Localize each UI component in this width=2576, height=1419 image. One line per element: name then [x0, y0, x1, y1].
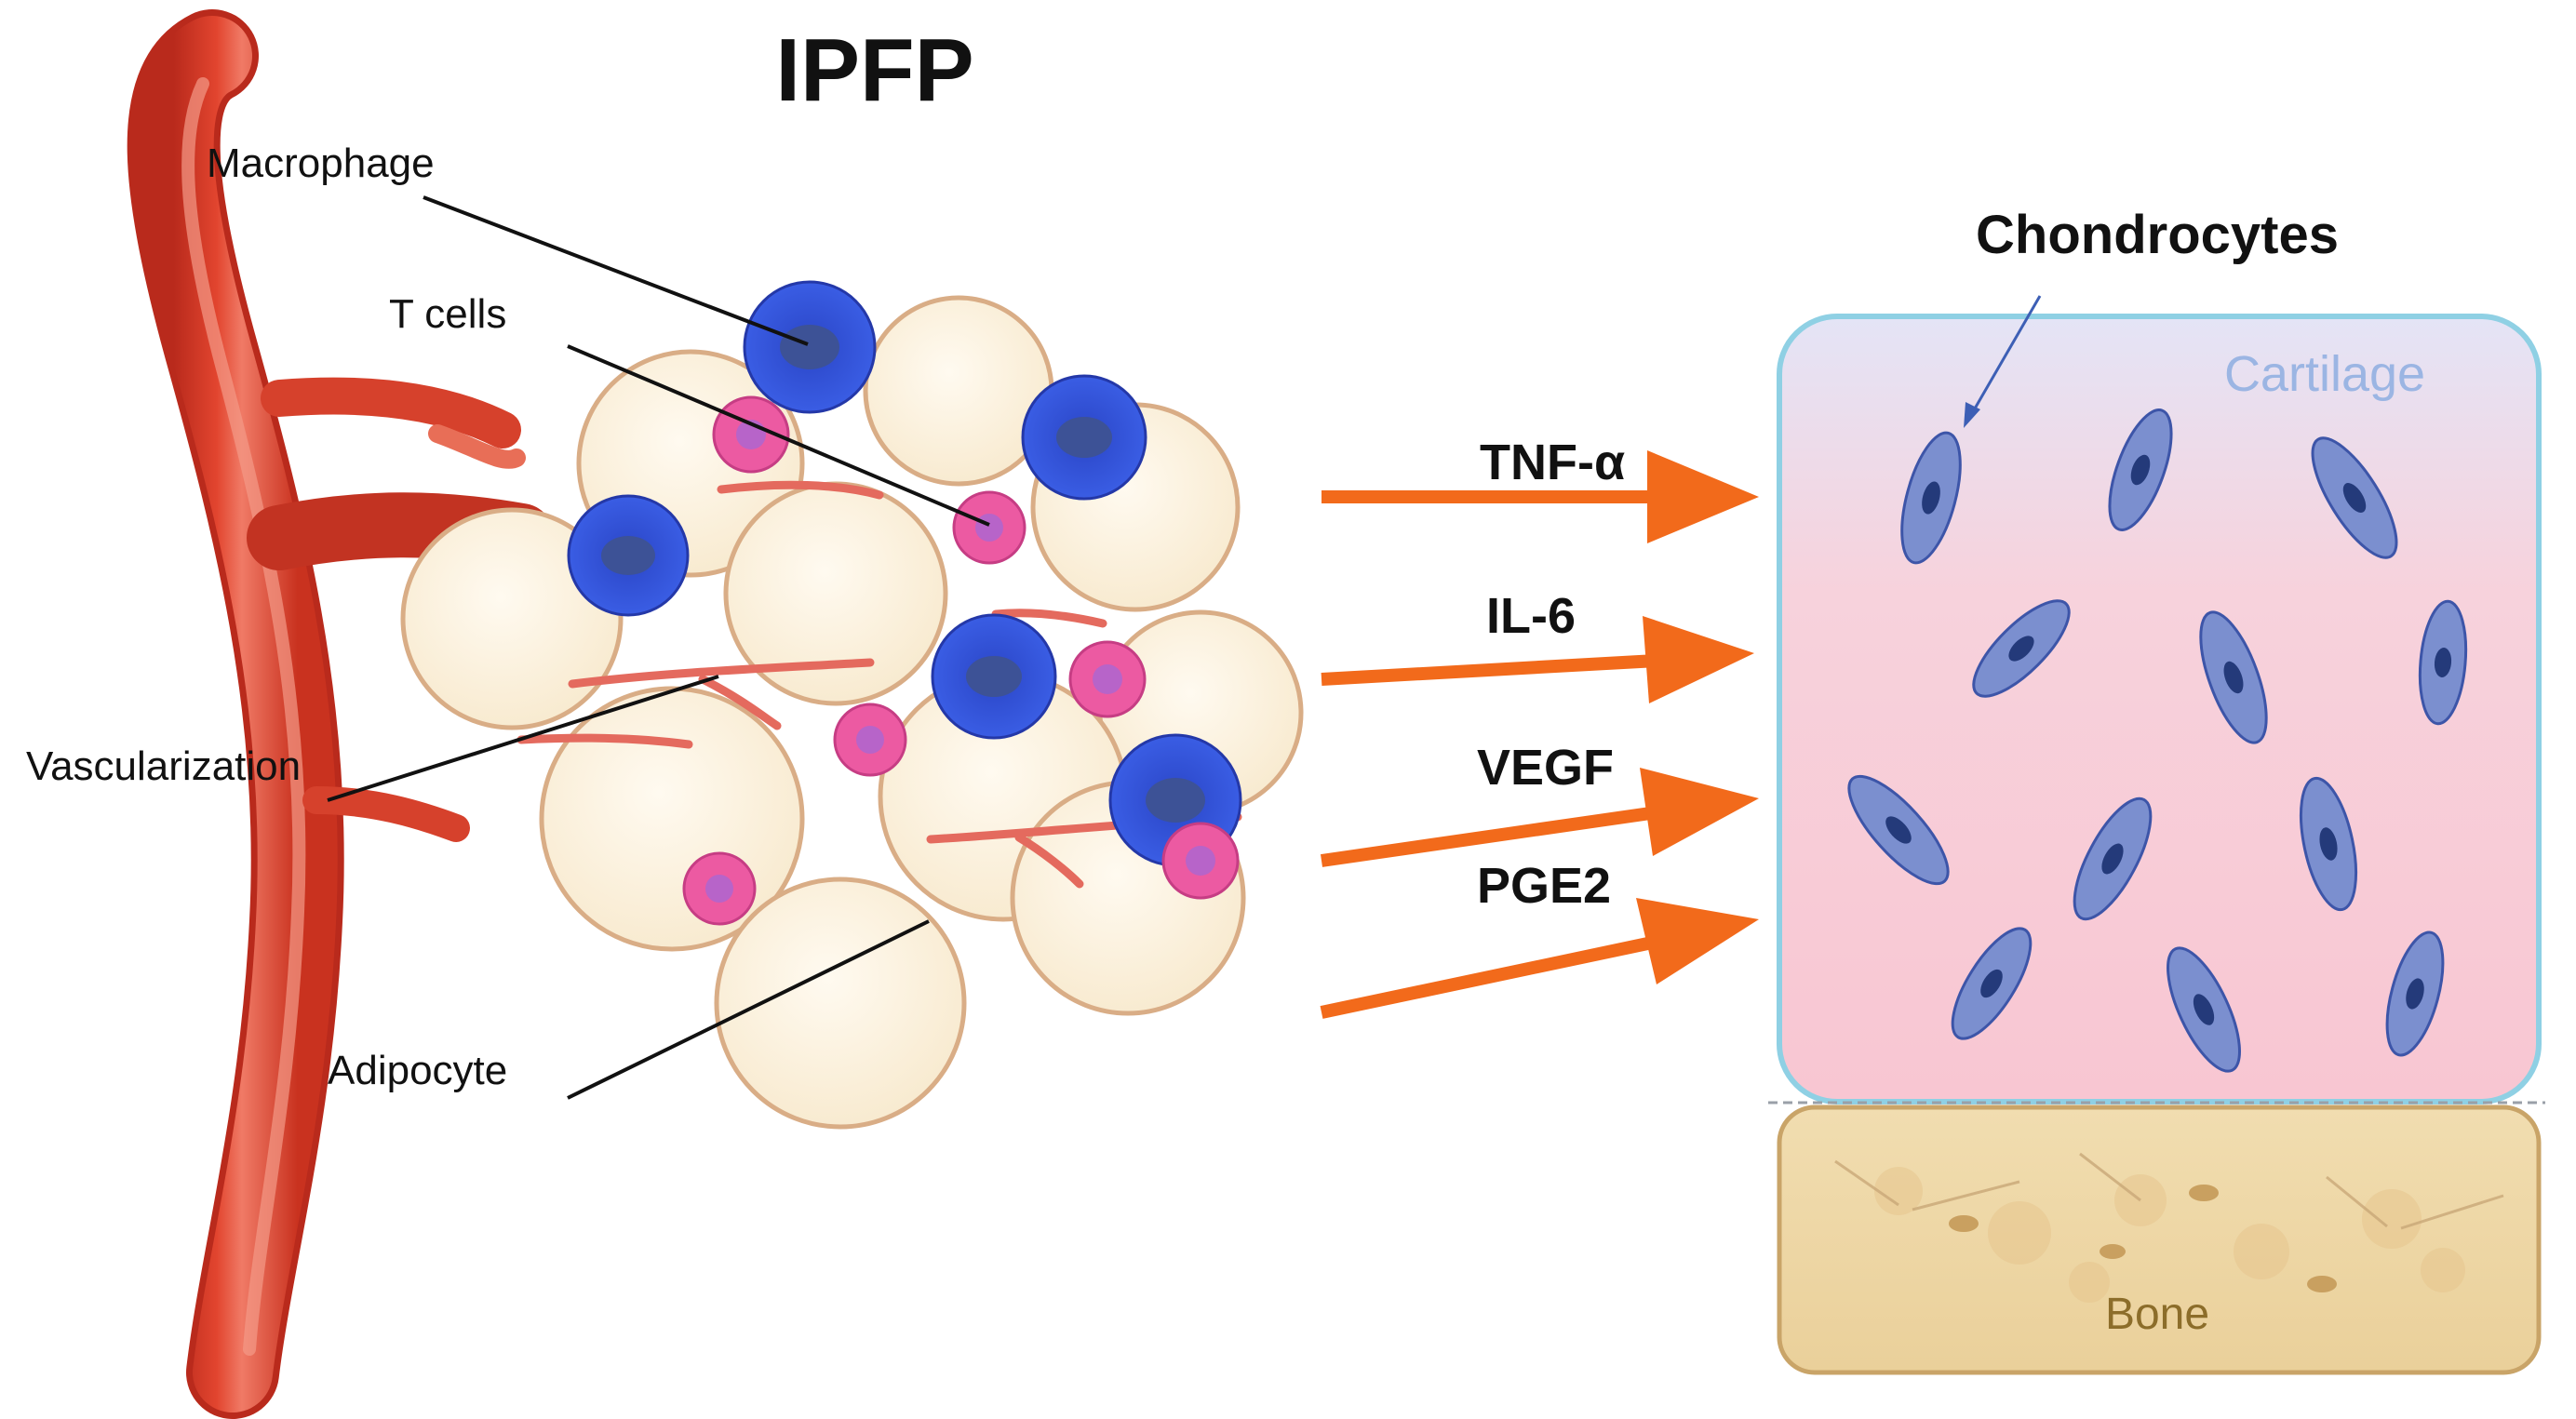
vegf-arrow — [1320, 768, 1759, 867]
bone-region — [1777, 1104, 2542, 1375]
t-cell — [833, 703, 907, 777]
chondrocyte-cell — [2108, 408, 2173, 531]
chondrocyte-cell — [2311, 436, 2398, 559]
adipocyte-cell — [714, 877, 967, 1130]
cartilage-label: Cartilage — [2224, 346, 2425, 402]
chondrocyte-cell — [2167, 946, 2241, 1073]
macrophage-cell — [1021, 374, 1147, 501]
t-cell — [952, 490, 1026, 565]
chondrocyte-cell — [1951, 927, 2033, 1040]
chondrocyte-pointer — [1964, 295, 2042, 428]
macrophage-cell — [743, 280, 877, 414]
diagram-title: IPFP — [775, 20, 973, 120]
macrophage-label: Macrophage — [207, 141, 435, 186]
factor-label-pge2: PGE2 — [1477, 858, 1611, 914]
chondrocyte-cell — [2385, 930, 2445, 1057]
chondrocyte-cell — [1847, 774, 1950, 886]
chondrocyte-cell — [2299, 776, 2358, 912]
capillaries — [517, 480, 1242, 889]
t-cell — [1161, 822, 1240, 900]
bone-label: Bone — [2105, 1290, 2209, 1339]
vascularization-label: Vascularization — [26, 743, 301, 789]
chondrocyte-cell — [2418, 599, 2468, 726]
factor-label-vegf: VEGF — [1477, 740, 1614, 796]
t-cells — [682, 395, 1240, 926]
t-cell — [682, 851, 757, 926]
tnf-alpha-arrow — [1322, 450, 1759, 543]
il-6-arrow — [1321, 616, 1754, 703]
adipocyte-cell — [400, 507, 624, 730]
chondrocyte-cell — [1900, 431, 1962, 565]
chondrocyte-cell — [2073, 797, 2153, 921]
adipocyte-label: Adipocyte — [328, 1048, 507, 1093]
chondrocytes — [1847, 408, 2468, 1073]
t-cell — [1068, 640, 1147, 718]
chondrocyte-cell — [2199, 610, 2268, 744]
blood-vessel — [127, 9, 554, 1419]
adipocyte-cell — [863, 295, 1054, 487]
factor-arrows — [1320, 450, 1759, 1019]
pge2-arrow — [1320, 898, 1759, 1019]
bone-texture — [1834, 1152, 2504, 1303]
macrophage-cell — [931, 613, 1057, 740]
chondrocyte-cell — [1972, 599, 2071, 698]
factor-label-il-6: IL-6 — [1486, 588, 1576, 644]
chondrocytes-label: Chondrocytes — [1976, 205, 2339, 265]
leader-lines — [327, 195, 990, 1100]
factor-label-tnf-alpha: TNF-α — [1480, 435, 1625, 490]
t-cells-label: T cells — [389, 291, 506, 337]
macrophage-cell — [567, 494, 690, 617]
